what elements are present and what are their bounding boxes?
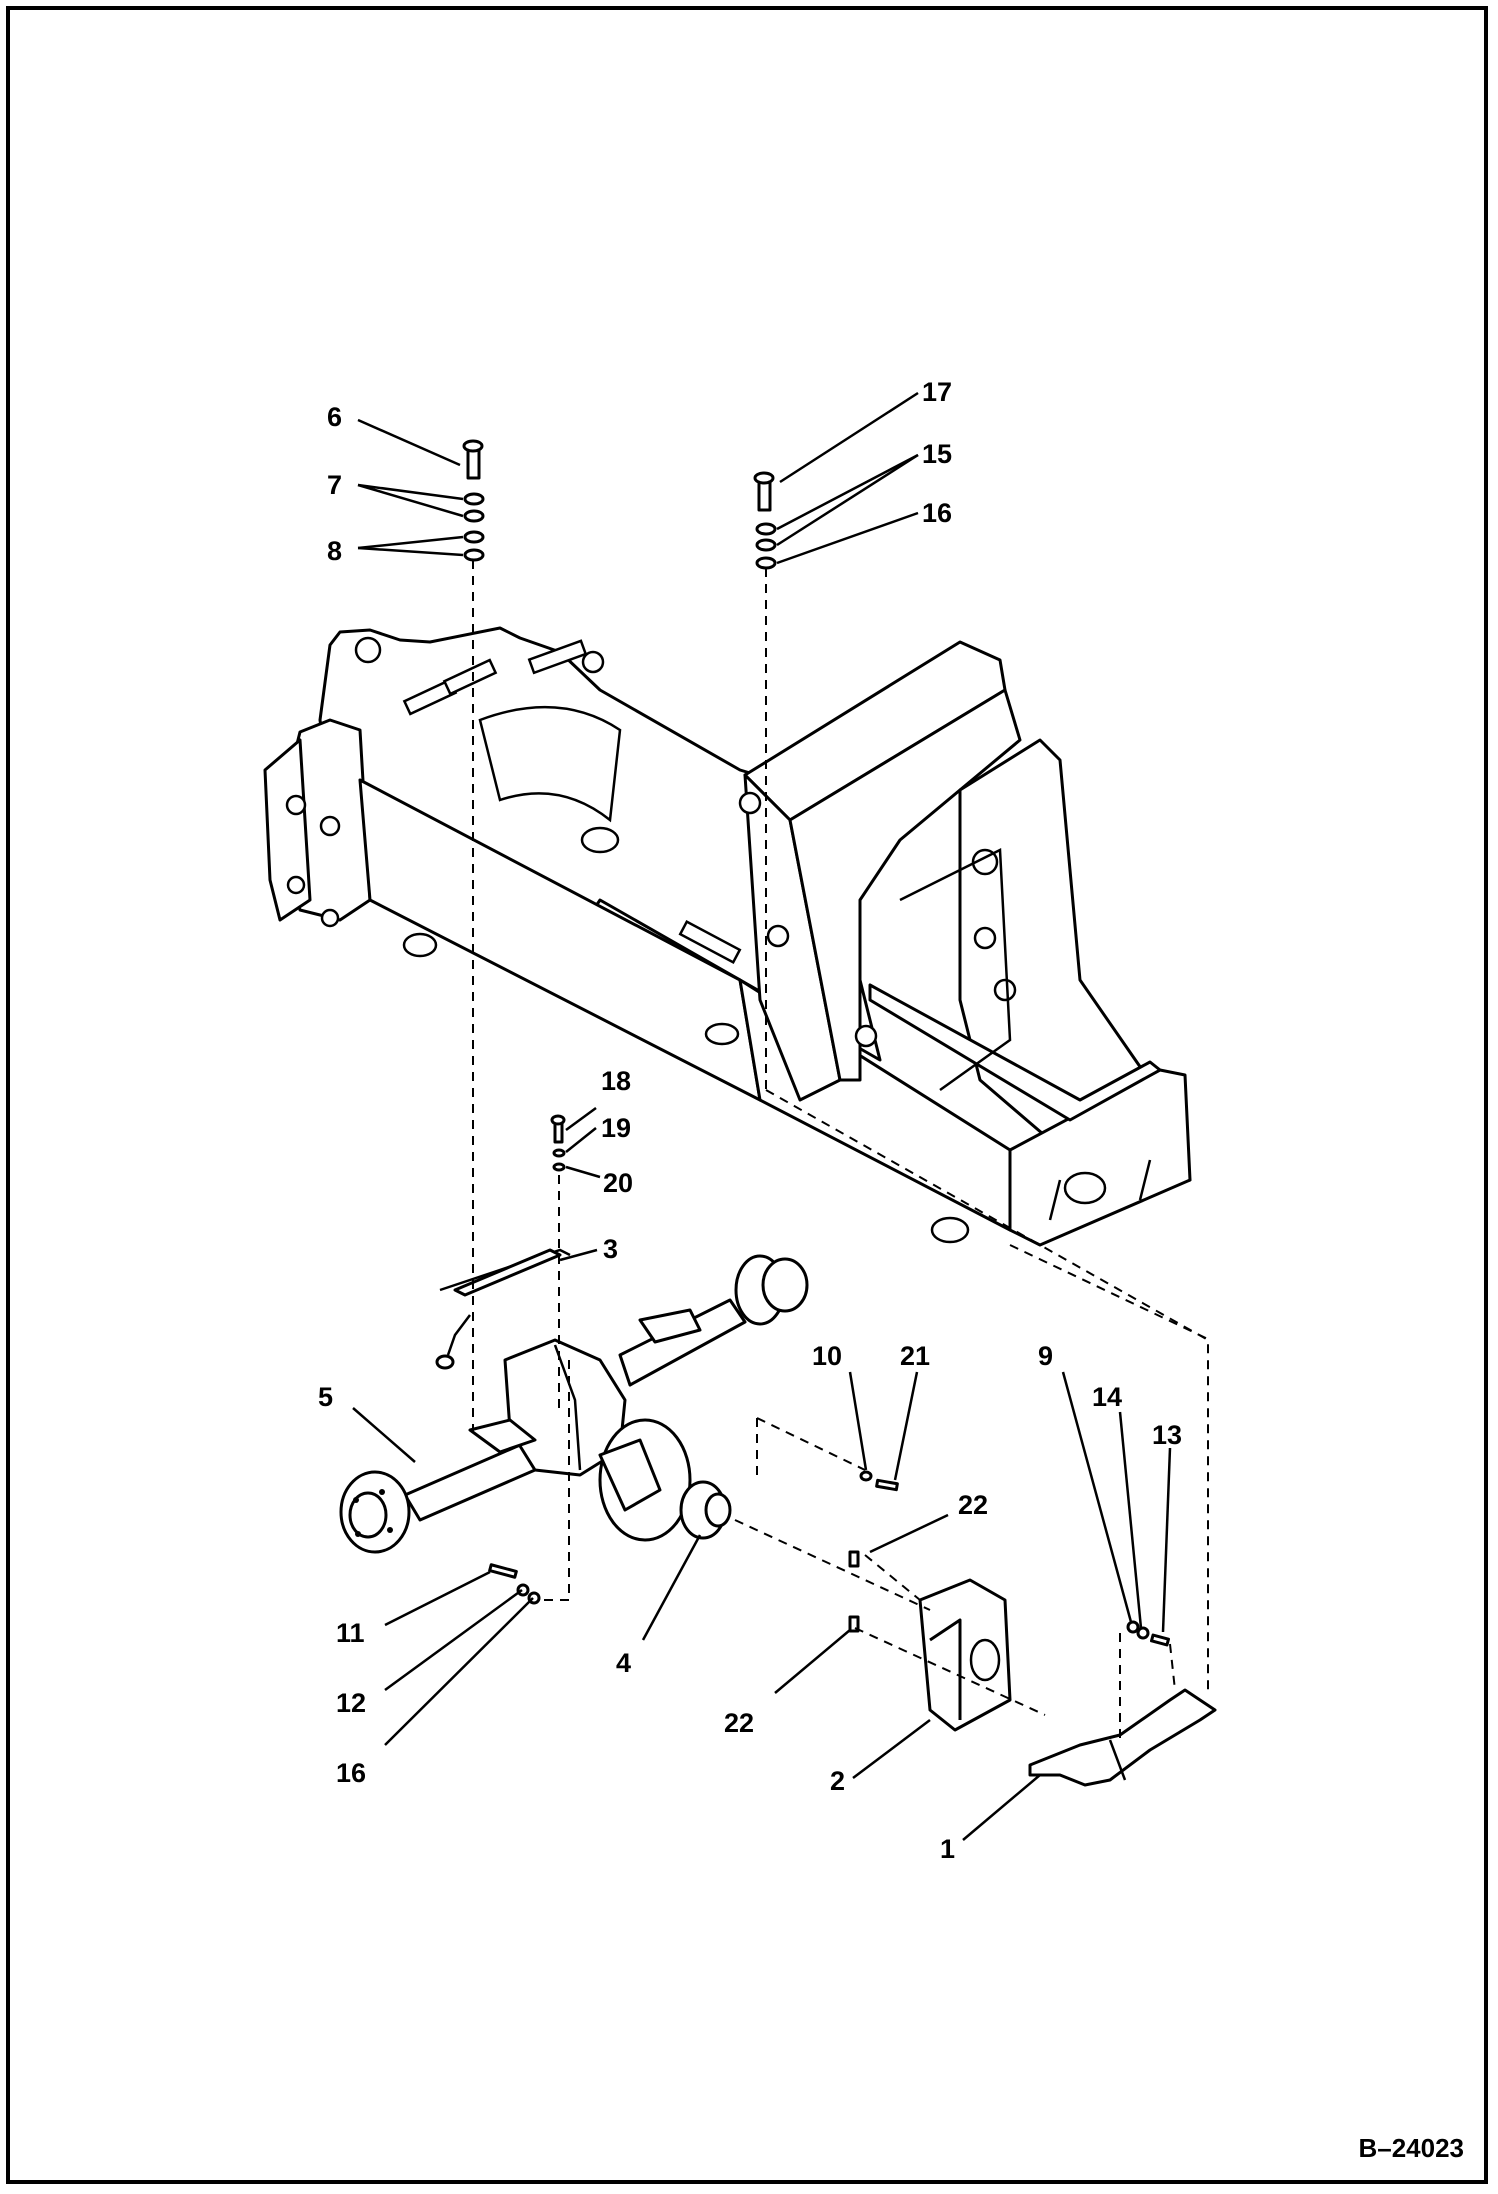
- hardware-10-21: [859, 1470, 899, 1492]
- callout-8: 8: [327, 536, 342, 566]
- part-3-bracket: [453, 1248, 562, 1297]
- callout-3: 3: [603, 1234, 618, 1264]
- axle-assembly: [339, 1248, 809, 1554]
- leader-lines: [352, 391, 1172, 1841]
- callout-18: 18: [601, 1066, 631, 1096]
- callout-21: 21: [900, 1341, 930, 1371]
- callout-1: 1: [940, 1834, 955, 1864]
- drawing-frame: [6, 6, 1488, 2184]
- callout-20: 20: [603, 1168, 633, 1198]
- hardware-stack-right: [753, 471, 777, 570]
- callout-22: 22: [724, 1708, 754, 1738]
- callout-10: 10: [812, 1341, 842, 1371]
- callout-12: 12: [336, 1688, 366, 1718]
- part-1-bracket: [1028, 1688, 1217, 1787]
- part-2-bracket: [918, 1578, 1012, 1732]
- hardware-stack-center: [550, 1114, 566, 1172]
- callout-7: 7: [327, 470, 342, 500]
- callout-13: 13: [1152, 1420, 1182, 1450]
- callout-19: 19: [601, 1113, 631, 1143]
- callout-2: 2: [830, 1766, 845, 1796]
- callout-11: 11: [336, 1618, 365, 1648]
- callout-15: 15: [922, 439, 952, 469]
- hardware-9-14-13: [1126, 1620, 1171, 1647]
- callout-4: 4: [616, 1648, 631, 1678]
- callout-16: 16: [922, 498, 952, 528]
- part-4-flange: [679, 1480, 732, 1540]
- callout-9: 9: [1038, 1341, 1053, 1371]
- hardware-11-12-16: [488, 1563, 541, 1605]
- hardware-stack-left: [462, 439, 485, 562]
- callout-5: 5: [318, 1382, 333, 1412]
- callout-14: 14: [1092, 1382, 1122, 1412]
- callout-labels: 6 7 8 17 15 16 18 19 20 3 5 10 21 9 14 1…: [318, 377, 1182, 1864]
- callout-6: 6: [327, 402, 342, 432]
- callout-16: 16: [336, 1758, 366, 1788]
- callout-17: 17: [922, 377, 952, 407]
- assembly-lines: [472, 560, 1211, 1745]
- callout-22: 22: [958, 1490, 988, 1520]
- main-frame: [263, 626, 1192, 1247]
- hardware-22-pins: [848, 1550, 860, 1633]
- document-id: B–24023: [1358, 2133, 1464, 2163]
